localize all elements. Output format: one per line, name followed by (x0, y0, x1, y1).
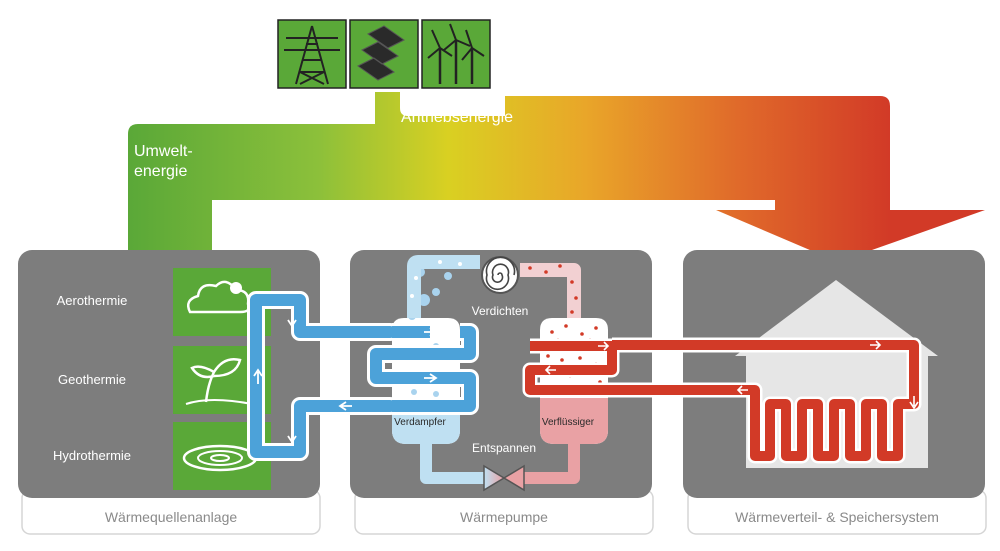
condenser-label: Verflüssiger (542, 417, 595, 428)
distribution-panel-title: Wärmeverteil- & Speichersystem (735, 509, 939, 525)
heatpump-panel-title: Wärmepumpe (460, 509, 548, 525)
expansion-valve-icon (483, 464, 525, 492)
compressor-label: Verdichten (472, 304, 529, 318)
source-item-label: Geothermie (58, 372, 126, 387)
drive-energy-label: Antriebsenergie (401, 109, 513, 126)
expansion-label: Entspannen (472, 441, 536, 455)
source-item-label: Aerothermie (57, 293, 128, 308)
solar-panel-icon (349, 19, 419, 89)
wind-turbine-icon (421, 19, 491, 89)
source-item-label: Hydrothermie (53, 448, 131, 463)
source-panel-title: Wärmequellenanlage (105, 509, 238, 525)
evaporator-label: Verdampfer (394, 417, 446, 428)
ambient-energy-label-line2: energie (134, 163, 187, 180)
energy-flow-arrow (128, 92, 985, 262)
ambient-energy-label-line1: Umwelt- (134, 143, 193, 160)
power-pylon-icon (277, 19, 347, 89)
compressor-icon (481, 256, 519, 294)
